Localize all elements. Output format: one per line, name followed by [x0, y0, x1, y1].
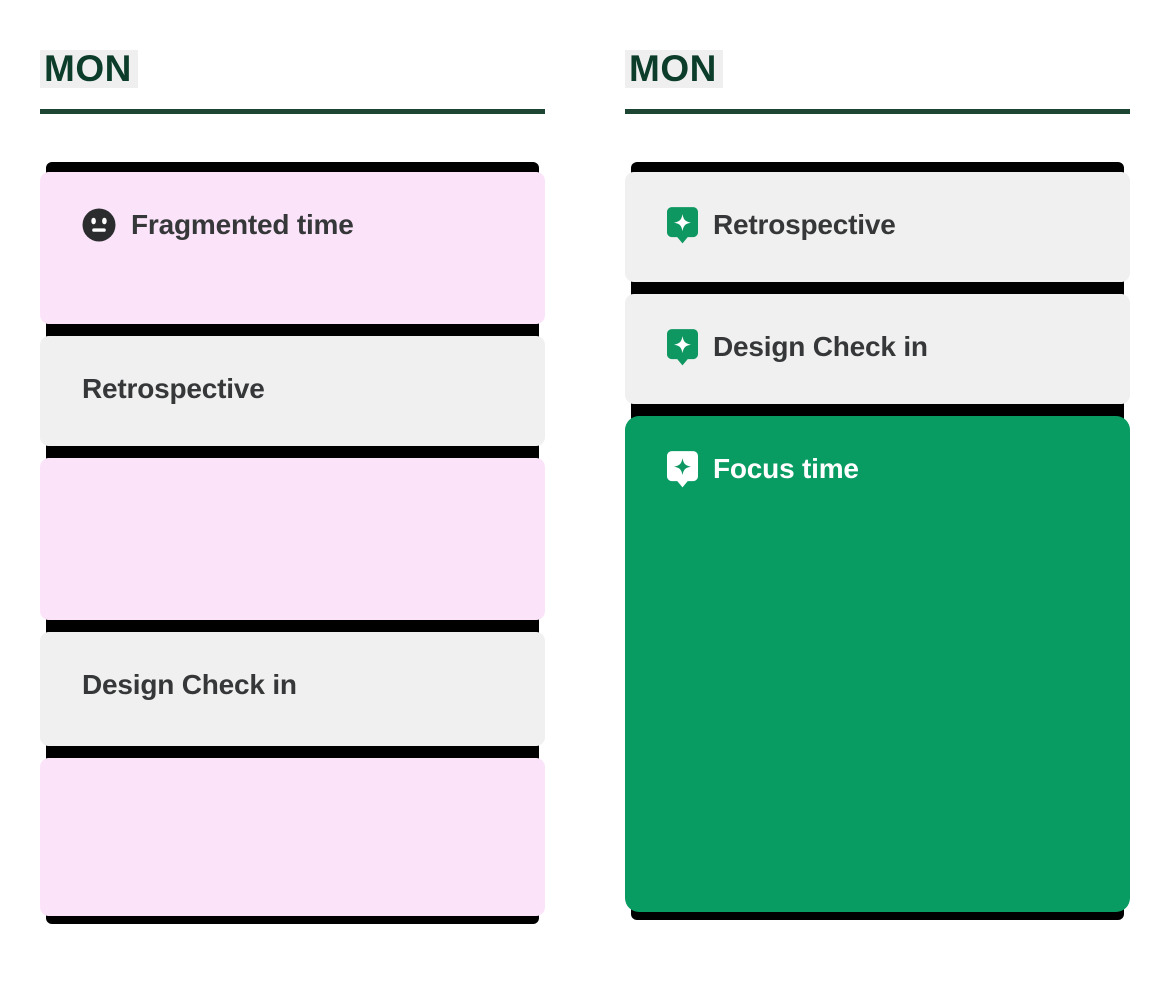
event-card[interactable]: Design Check in [40, 632, 545, 746]
event-stack: Fragmented time [40, 162, 545, 924]
calendar-column-before: MON [40, 50, 545, 924]
day-underline [40, 109, 545, 114]
event-title: Retrospective [82, 373, 265, 404]
event-stack: Retrospective [625, 162, 1130, 920]
event-card-row [82, 794, 503, 828]
event-card[interactable] [40, 758, 545, 916]
day-label: MON [625, 50, 723, 88]
clockwise-badge-icon-inverse [667, 450, 698, 488]
event-card-row: Retrospective [667, 206, 1088, 244]
event-title: Retrospective [713, 209, 896, 240]
event-card-row: Focus time [667, 450, 1088, 488]
event-card[interactable] [40, 458, 545, 620]
column-header: MON [40, 50, 545, 114]
event-card-row: Retrospective [82, 372, 503, 406]
event-card[interactable]: Retrospective [625, 172, 1130, 282]
day-label: MON [40, 50, 138, 88]
day-underline [625, 109, 1130, 114]
event-title: Fragmented time [131, 209, 354, 240]
event-card[interactable]: Design Check in [625, 294, 1130, 404]
neutral-face-icon [82, 208, 116, 242]
clockwise-badge-icon [667, 328, 698, 366]
event-card[interactable]: Focus time [625, 416, 1130, 912]
event-card-row: Design Check in [667, 328, 1088, 366]
event-card[interactable]: Fragmented time [40, 172, 545, 324]
event-title: Design Check in [713, 331, 928, 362]
column-header: MON [625, 50, 1130, 114]
event-title: Design Check in [82, 669, 297, 700]
event-title: Focus time [713, 453, 859, 484]
event-card-row: Design Check in [82, 668, 503, 702]
event-card-row [82, 494, 503, 528]
clockwise-badge-icon [667, 206, 698, 244]
event-card-row: Fragmented time [82, 208, 503, 242]
calendar-board: MON [40, 50, 1130, 924]
event-card[interactable]: Retrospective [40, 336, 545, 446]
calendar-column-after: MON [625, 50, 1130, 924]
